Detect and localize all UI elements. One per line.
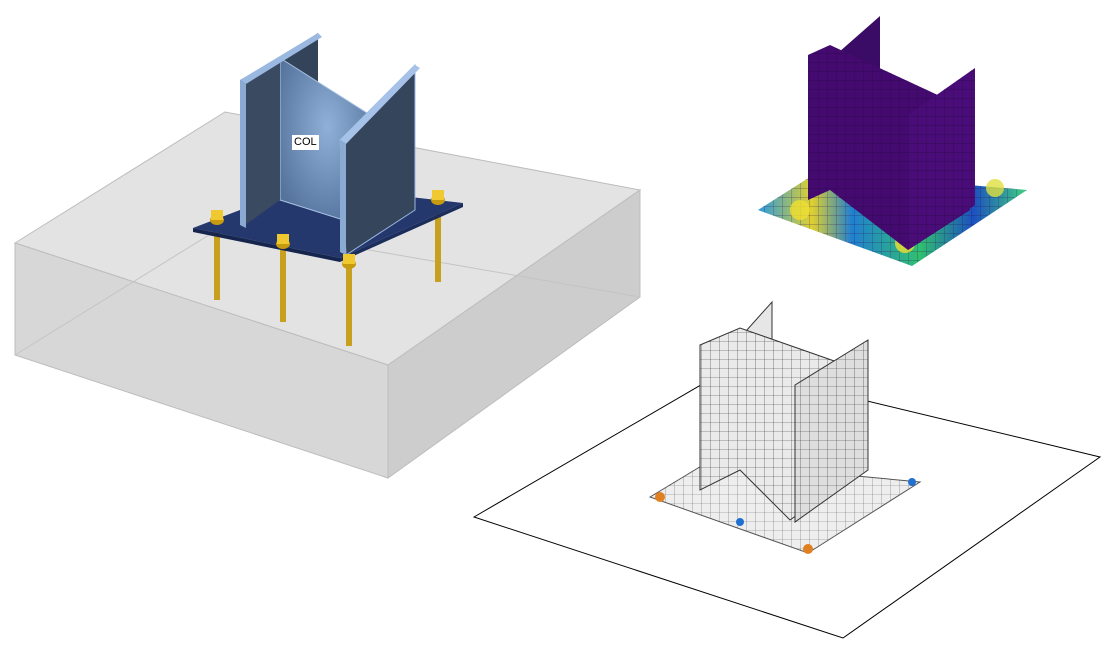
bolt-nut-icon — [431, 190, 445, 205]
column-col[interactable] — [240, 33, 420, 256]
mesh-result-view[interactable] — [472, 300, 1102, 639]
stress-result-view[interactable] — [758, 16, 1027, 266]
bolt-nuts — [210, 190, 445, 269]
bolt-nut-icon — [276, 234, 290, 249]
member-label-col[interactable]: COL — [292, 135, 319, 150]
bolt-nut-icon — [342, 254, 356, 269]
bolt-nut-icon — [210, 210, 224, 225]
anchor-rods — [214, 200, 441, 346]
